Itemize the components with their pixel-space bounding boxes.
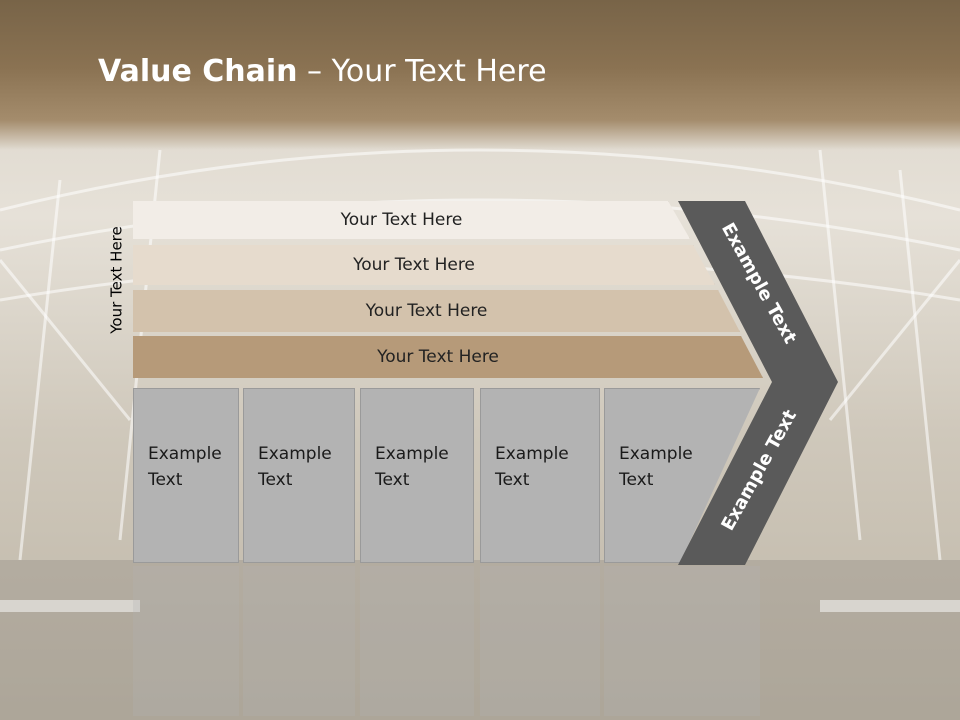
cell-line-1: Example <box>619 444 693 464</box>
cell-line-2: Text <box>148 470 183 490</box>
cell-reflection <box>480 566 600 716</box>
page-title: Value Chain – Your Text Here <box>98 54 547 89</box>
value-bar-2: Your Text Here <box>133 245 715 285</box>
cell-line-2: Text <box>375 470 410 490</box>
cell-line-2: Text <box>258 470 293 490</box>
cell-line-1: Example <box>375 444 449 464</box>
value-bar-label: Your Text Here <box>377 347 499 367</box>
cell-line-2: Text <box>619 470 654 490</box>
value-bar-label: Your Text Here <box>340 210 463 230</box>
cell-line-1: Example <box>258 444 332 464</box>
title-banner <box>0 0 960 150</box>
value-bar-label: Your Text Here <box>365 301 488 321</box>
cell-reflection <box>604 566 760 716</box>
value-bar-label: Your Text Here <box>353 255 475 275</box>
cell-line-1: Example <box>495 444 569 464</box>
cell-reflection <box>243 566 355 716</box>
cell-line-2: Text <box>495 470 530 490</box>
cell-reflection <box>360 566 474 716</box>
value-bar-3: Your Text Here <box>133 290 740 332</box>
chevron-arrow <box>678 201 838 565</box>
value-bar-4: Your Text Here <box>133 336 763 378</box>
value-bar-1: Your Text Here <box>133 201 690 239</box>
reflection <box>0 566 960 720</box>
cell-reflection <box>133 566 239 716</box>
cell-line-1: Example <box>148 444 222 464</box>
